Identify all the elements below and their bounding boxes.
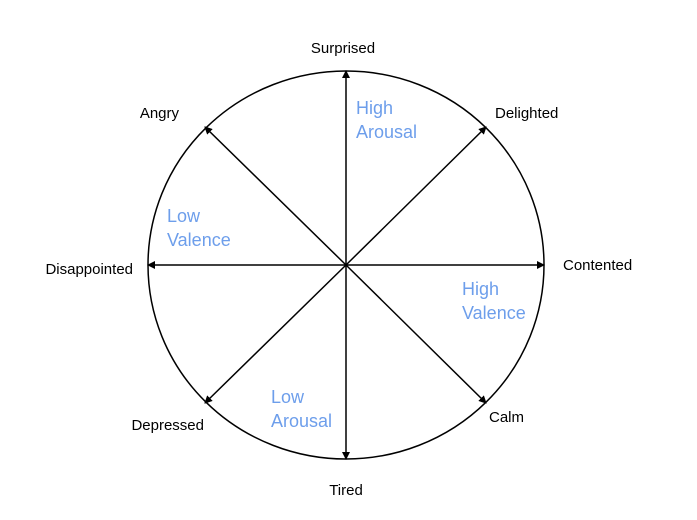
- diagonal-arrow-depressed: [204, 264, 347, 404]
- label-depressed: Depressed: [131, 417, 204, 434]
- label-calm: Calm: [489, 409, 524, 426]
- label-surprised: Surprised: [311, 40, 375, 57]
- diagonal-arrow-delighted: [345, 126, 487, 266]
- label-contented: Contented: [563, 257, 632, 274]
- label-angry: Angry: [140, 105, 180, 122]
- label-tired: Tired: [329, 482, 363, 499]
- region-high-valence: High Valence: [462, 279, 526, 323]
- region-low-valence: Low Valence: [167, 206, 231, 250]
- label-delighted: Delighted: [495, 105, 558, 122]
- region-high-arousal: High Arousal: [356, 98, 417, 142]
- region-low-arousal: Low Arousal: [271, 387, 332, 431]
- diagonal-arrow-angry: [204, 126, 347, 266]
- diagonal-arrow-calm: [345, 264, 487, 404]
- label-disappointed: Disappointed: [45, 261, 133, 278]
